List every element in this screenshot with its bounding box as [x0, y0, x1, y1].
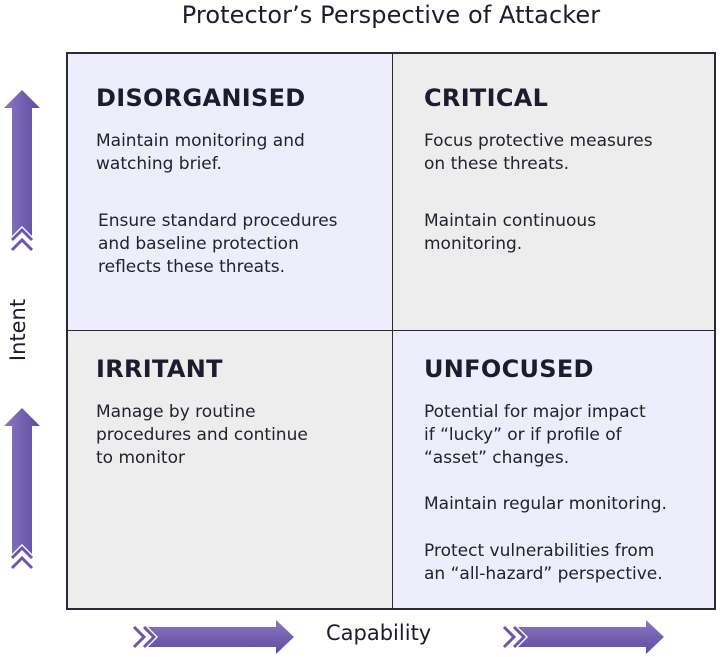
text-line: Maintain continuous: [424, 211, 597, 231]
quadrant-grid: DISORGANISED Maintain monitoring and wat…: [66, 52, 716, 610]
text-line: procedures and continue: [96, 425, 308, 445]
text-line: on these threats.: [424, 154, 570, 174]
capability-arrow-left-icon: [132, 620, 294, 654]
quadrant-unfocused: UNFOCUSED Potential for major impact if …: [393, 331, 714, 608]
text-line: watching brief.: [96, 154, 222, 174]
text-line: an “all-hazard” perspective.: [424, 564, 663, 584]
quadrant-text: Maintain regular monitoring.: [424, 493, 667, 516]
diagram-title: Protector’s Perspective of Attacker: [181, 1, 601, 29]
capability-arrow-right-icon: [502, 620, 664, 654]
text-line: monitoring.: [424, 234, 523, 254]
text-line: and baseline protection: [98, 234, 299, 254]
x-axis-label: Capability: [326, 621, 432, 645]
text-line: Protect vulnerabilities from: [424, 541, 655, 561]
text-line: Maintain regular monitoring.: [424, 494, 667, 514]
quadrant-text: Maintain monitoring and watching brief.: [96, 130, 305, 176]
quadrant-critical: CRITICAL Focus protective measures on th…: [393, 54, 714, 331]
quadrant-text: Ensure standard procedures and baseline …: [98, 210, 338, 279]
intent-arrow-lower-icon: [4, 408, 40, 570]
text-line: “asset” changes.: [424, 448, 570, 468]
quadrant-title: UNFOCUSED: [424, 355, 594, 383]
quadrant-text: Manage by routine procedures and continu…: [96, 401, 308, 470]
text-line: Ensure standard procedures: [98, 211, 338, 231]
quadrant-title: IRRITANT: [96, 355, 223, 383]
quadrant-text: Protect vulnerabilities from an “all-haz…: [424, 540, 663, 586]
quadrant-text: Potential for major impact if “lucky” or…: [424, 401, 646, 470]
text-line: Maintain monitoring and: [96, 131, 305, 151]
quadrant-irritant: IRRITANT Manage by routine procedures an…: [68, 331, 393, 608]
text-line: Focus protective measures: [424, 131, 653, 151]
text-line: reflects these threats.: [98, 257, 285, 277]
quadrant-text: Focus protective measures on these threa…: [424, 130, 653, 176]
text-line: Manage by routine: [96, 402, 256, 422]
quadrant-disorganised: DISORGANISED Maintain monitoring and wat…: [68, 54, 393, 331]
text-line: to monitor: [96, 448, 185, 468]
intent-arrow-upper-icon: [4, 90, 40, 252]
quadrant-title: CRITICAL: [424, 84, 549, 112]
y-axis-label: Intent: [6, 298, 30, 362]
quadrant-title: DISORGANISED: [96, 84, 306, 112]
text-line: Potential for major impact: [424, 402, 646, 422]
text-line: if “lucky” or if profile of: [424, 425, 622, 445]
quadrant-text: Maintain continuous monitoring.: [424, 210, 596, 256]
